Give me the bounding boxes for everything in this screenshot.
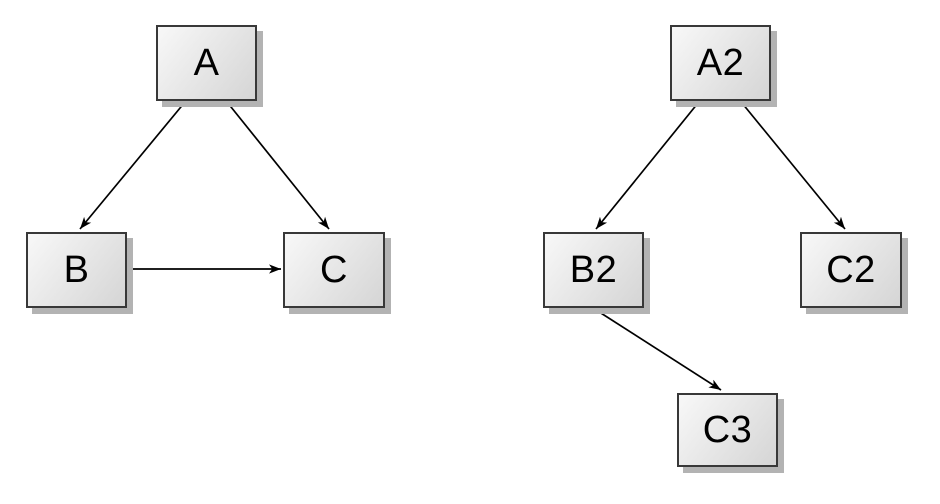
- node-C2[interactable]: C2: [800, 232, 902, 308]
- edge-A2-B2[interactable]: [595, 102, 699, 230]
- node-label-A2: A2: [696, 42, 745, 84]
- node-C3[interactable]: C3: [677, 393, 778, 467]
- edge-B2-C3[interactable]: [592, 307, 722, 391]
- node-label-A: A: [193, 42, 220, 84]
- node-A[interactable]: A: [156, 25, 257, 101]
- node-label-C2: C2: [826, 249, 876, 291]
- edge-A2-C2[interactable]: [741, 102, 846, 230]
- node-C[interactable]: C: [283, 232, 385, 308]
- edge-group: [79, 101, 846, 391]
- node-label-C3: C3: [702, 409, 753, 451]
- node-B[interactable]: B: [26, 232, 127, 308]
- node-label-B: B: [63, 249, 90, 291]
- node-label-B2: B2: [569, 249, 618, 291]
- node-A2[interactable]: A2: [670, 25, 771, 101]
- node-B2[interactable]: B2: [543, 232, 644, 308]
- edge-A-B[interactable]: [79, 101, 186, 230]
- node-label-C: C: [320, 249, 348, 291]
- edge-A-C[interactable]: [226, 101, 330, 230]
